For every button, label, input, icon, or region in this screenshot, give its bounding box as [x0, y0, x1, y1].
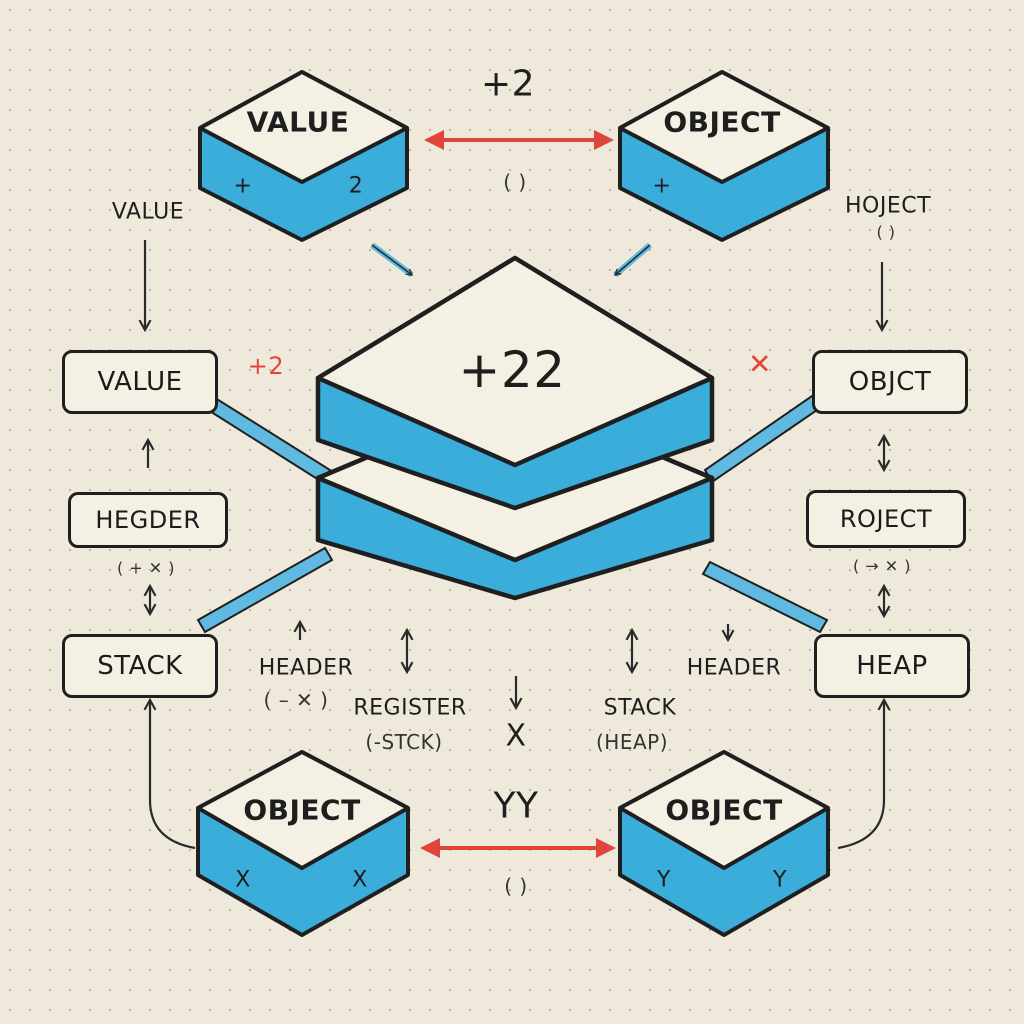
block-value-top-side-right: 2 — [348, 173, 364, 199]
right-object-note: HOJECT — [844, 193, 932, 219]
block-object-top-label: OBJECT — [663, 105, 781, 139]
block-object-bottom-left — [196, 750, 410, 937]
block-object-bottom-right-side-right: Y — [773, 867, 787, 893]
block-center-label: +22 — [458, 341, 566, 399]
note-x-mark: X — [505, 718, 527, 754]
block-value-top — [198, 70, 409, 242]
note-header-right: HEADER — [686, 655, 782, 681]
left-stack-box: STACK — [62, 634, 218, 698]
left-value-box-note: +2 — [247, 352, 285, 380]
right-object-box: OBJCT — [812, 350, 968, 414]
middle-arrows — [300, 622, 728, 708]
right-roject-box: ROJECT — [806, 490, 966, 548]
note-stack-paren: (HEAP) — [595, 730, 669, 754]
block-object-bottom-right-label: OBJECT — [665, 793, 783, 827]
link-bottom-label: YY — [493, 785, 539, 827]
block-object-bottom-right — [618, 750, 830, 937]
block-object-bottom-left-label: OBJECT — [243, 793, 361, 827]
note-header-left-paren: ( – ✕ ) — [263, 688, 329, 712]
link-bottom-paren: ( ) — [504, 874, 528, 898]
right-object-paren: ( ) — [876, 222, 896, 242]
block-object-bottom-right-side-left: Y — [657, 867, 671, 893]
block-center-stack — [315, 255, 715, 601]
block-value-top-label: VALUE — [246, 105, 350, 139]
block-object-bottom-left-side-left: X — [235, 867, 251, 893]
block-value-top-side-left: + — [233, 173, 253, 199]
note-stack: STACK — [603, 695, 677, 721]
block-object-bottom-left-side-right: X — [352, 867, 368, 893]
right-heap-box: HEAP — [814, 634, 970, 698]
left-value-box: VALUE — [62, 350, 218, 414]
note-register: REGISTER — [353, 695, 467, 721]
right-roject-paren: ( → ✕ ) — [852, 556, 912, 576]
left-column-arrows — [145, 240, 196, 850]
link-top-label: +2 — [480, 63, 536, 105]
right-object-box-note: ✕ — [748, 347, 772, 381]
note-header-left: HEADER — [258, 655, 354, 681]
left-header-box: HEGDER — [68, 492, 228, 548]
connector-value-center — [203, 394, 332, 484]
block-object-top — [618, 70, 830, 242]
block-object-top-side-left: + — [652, 173, 672, 199]
left-value-note: VALUE — [111, 199, 185, 225]
link-top-paren: ( ) — [503, 170, 527, 194]
right-column-arrows — [837, 262, 884, 850]
left-header-paren: ( + ✕ ) — [116, 558, 176, 578]
note-register-paren: (-STCK) — [365, 730, 443, 754]
connector-heap-center — [701, 560, 829, 634]
connector-stack-center — [196, 546, 334, 634]
connector-object-center — [703, 394, 822, 484]
